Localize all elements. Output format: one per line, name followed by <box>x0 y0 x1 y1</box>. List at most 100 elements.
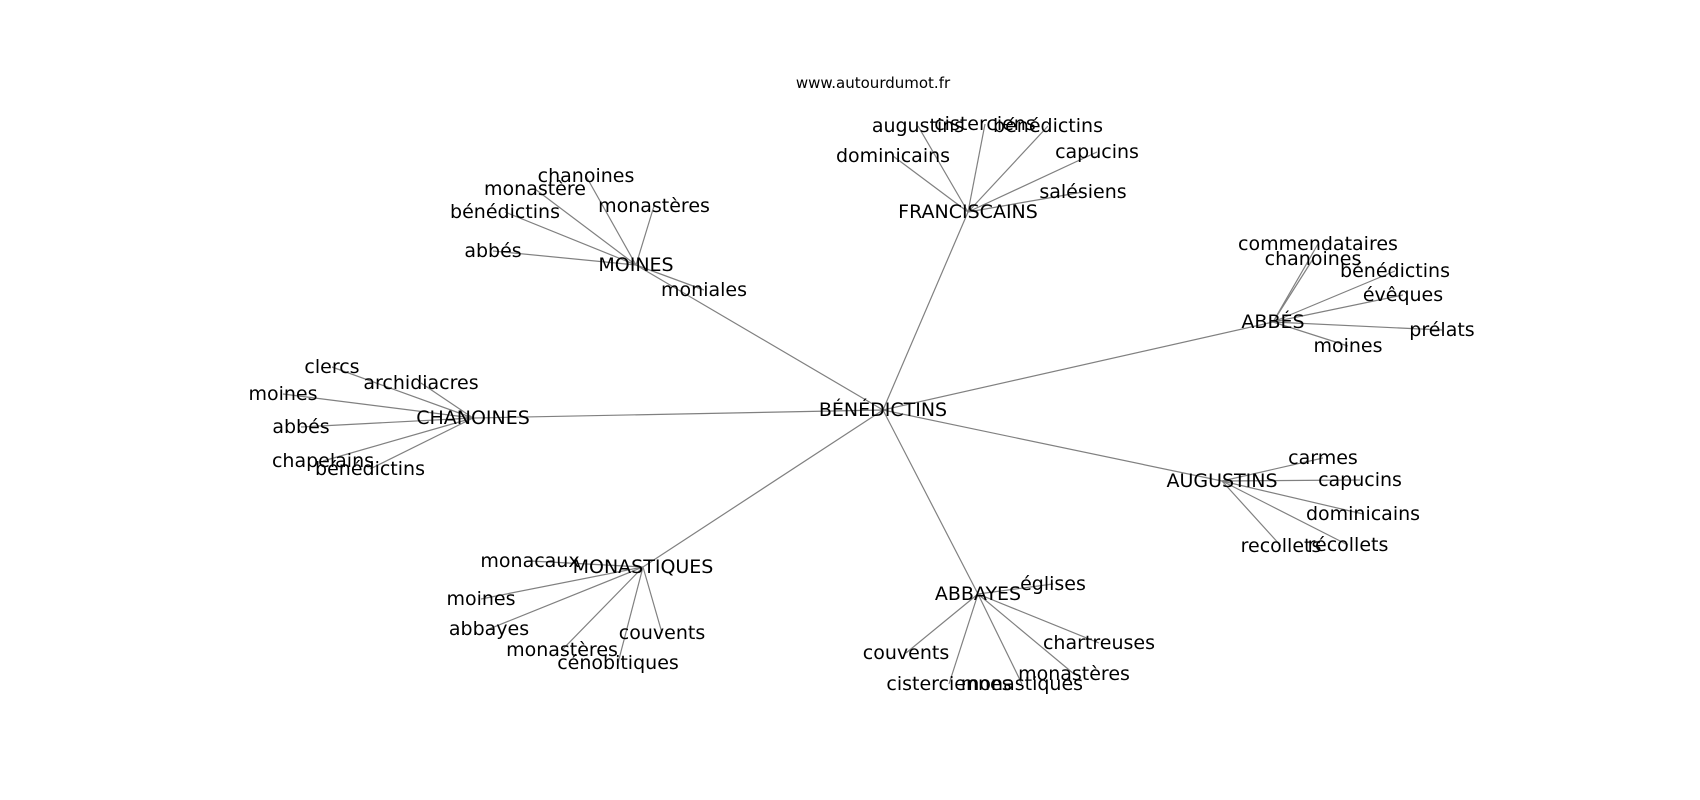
edge-hub-leaf <box>534 188 637 266</box>
edge-hub-leaf <box>977 583 1054 595</box>
leaf-node-label: monastères <box>598 195 710 217</box>
edge-hub-leaf <box>369 417 474 470</box>
edge-hub-leaf <box>635 205 655 266</box>
edge-root-hub <box>882 409 1223 482</box>
leaf-node-label: bénédictins <box>993 115 1103 137</box>
edge-hub-leaf <box>504 211 637 266</box>
leaf-node-label: bénédictins <box>315 458 425 480</box>
leaf-node-label: moines <box>248 383 317 405</box>
edge-hub-leaf <box>1272 258 1314 323</box>
hub-node-label: MONASTIQUES <box>573 556 714 578</box>
edge-hub-leaf <box>1221 457 1324 482</box>
edge-hub-leaf <box>420 382 474 419</box>
hub-node-label: ABBÉS <box>1241 310 1304 333</box>
leaf-node-label: églises <box>1020 573 1086 595</box>
edge-hub-leaf <box>977 593 1100 644</box>
hub-node-label: FRANCISCAINS <box>898 201 1038 223</box>
edge-hub-leaf <box>617 566 644 664</box>
leaf-node-label: monastères <box>1018 663 1130 685</box>
edge-hub-leaf <box>948 593 979 685</box>
leaf-node-label: carmes <box>1288 447 1358 469</box>
edge-root-hub <box>882 321 1274 411</box>
leaf-node-label: commendataires <box>1238 233 1398 255</box>
leaf-node-label: moines <box>446 588 515 610</box>
leaf-node-label: chanoines <box>538 165 635 187</box>
edge-root-hub <box>642 409 884 568</box>
edge-hub-leaf <box>529 560 644 568</box>
edge-hub-leaf <box>1272 321 1349 347</box>
leaf-node-label: augustins <box>872 115 964 137</box>
edge-hub-leaf <box>967 123 986 213</box>
edge-hub-leaf <box>1221 480 1364 515</box>
leaf-node-label: abbayes <box>449 618 529 640</box>
leaf-node-label: cisterciens <box>934 113 1036 135</box>
edge-hub-leaf <box>642 566 663 634</box>
edge-hub-leaf <box>492 250 637 266</box>
hub-node-label: MOINES <box>598 254 673 276</box>
edge-hub-leaf <box>967 191 1084 213</box>
edge-root-hub <box>635 264 884 411</box>
leaf-node-label: bénédictins <box>1340 260 1450 282</box>
edge-hub-leaf <box>585 175 637 266</box>
edge-hub-leaf <box>967 125 1049 213</box>
leaf-node-label: moines <box>1313 335 1382 357</box>
site-url: www.autourdumot.fr <box>796 74 951 92</box>
leaf-node-label: chanoines <box>1265 248 1362 270</box>
leaf-node-label: dominicains <box>836 145 950 167</box>
edge-hub-leaf <box>300 417 474 428</box>
hub-node-label: AUGUSTINS <box>1166 470 1277 492</box>
root-node-label: BÉNÉDICTINS <box>819 398 947 421</box>
leaf-node-label: abbés <box>464 240 521 262</box>
edge-hub-leaf <box>967 151 1098 213</box>
leaf-node-label: archidiacres <box>363 372 478 394</box>
edge-hub-leaf <box>1272 243 1319 323</box>
edge-hub-leaf <box>977 593 1023 685</box>
leaf-node-label: monastère <box>484 178 586 200</box>
edge-hub-leaf <box>892 155 969 213</box>
leaf-node-label: salésiens <box>1039 181 1126 203</box>
leaf-node-label: évêques <box>1363 284 1443 306</box>
leaf-node-label: cénobitiques <box>557 652 679 674</box>
leaf-node-label: bénédictins <box>450 201 560 223</box>
edge-hub-leaf <box>905 593 979 654</box>
leaf-node-label: capucins <box>1318 469 1402 491</box>
edge-hub-leaf <box>1272 294 1404 323</box>
leaf-node-label: clercs <box>304 356 359 378</box>
edge-hub-leaf <box>322 417 474 462</box>
edge-root-hub <box>882 211 969 411</box>
edge-hub-leaf <box>977 593 1075 675</box>
edge-hub-leaf <box>1221 480 1282 547</box>
edge-hub-leaf <box>282 393 474 419</box>
leaf-node-label: cisterciennes <box>886 673 1011 695</box>
leaf-node-label: monacaux <box>480 550 579 572</box>
edge-hub-leaf <box>1272 321 1443 331</box>
edge-root-hub <box>472 409 884 419</box>
leaf-node-label: recollets <box>1241 535 1322 557</box>
edge-hub-leaf <box>1272 270 1396 323</box>
leaf-node-label: abbés <box>272 416 329 438</box>
leaf-node-label: moniales <box>661 279 747 301</box>
edge-hub-leaf <box>561 566 644 651</box>
edge-root-hub <box>882 409 979 595</box>
edge-hub-leaf <box>1221 480 1349 546</box>
leaf-node-label: récollets <box>1308 534 1389 556</box>
leaf-node-label: chapelains <box>272 450 374 472</box>
edge-hub-leaf <box>488 566 644 630</box>
hub-node-label: ABBAYES <box>935 583 1021 605</box>
leaf-node-label: capucins <box>1055 141 1139 163</box>
edge-hub-leaf <box>331 366 474 419</box>
edges <box>282 123 1443 685</box>
leaf-node-label: monastères <box>506 639 618 661</box>
leaf-node-label: couvents <box>863 642 949 664</box>
edge-hub-leaf <box>917 125 969 213</box>
edge-hub-leaf <box>480 566 644 600</box>
labels: BÉNÉDICTINSFRANCISCAINSaugustinscisterci… <box>248 113 1474 695</box>
edge-hub-leaf <box>635 264 705 291</box>
hub-node-label: CHANOINES <box>416 407 530 429</box>
leaf-node-label: couvents <box>619 622 705 644</box>
edge-hub-leaf <box>1221 479 1361 482</box>
leaf-node-label: chartreuses <box>1043 632 1155 654</box>
leaf-node-label: monastiques <box>961 673 1083 695</box>
leaf-node-label: dominicains <box>1306 503 1420 525</box>
